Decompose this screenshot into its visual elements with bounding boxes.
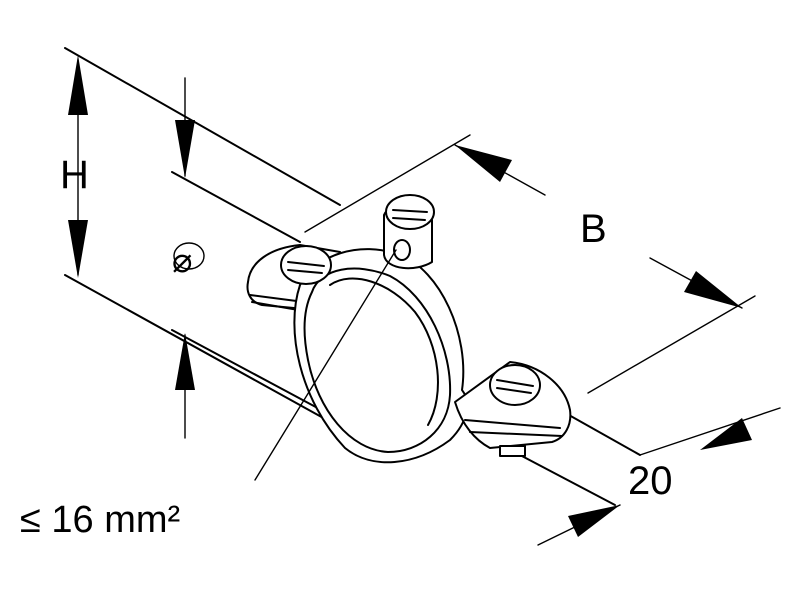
dimension-arrow-icon (175, 333, 195, 390)
depth-label: 20 (628, 459, 673, 503)
dimension-arrow-icon (175, 120, 195, 178)
dimension-arrow-icon (455, 145, 512, 182)
screw-head-icon (280, 245, 332, 285)
dimension-arrow-icon (700, 418, 752, 450)
dimension-arrow-icon (68, 55, 88, 115)
dimension-arrow-icon (684, 271, 742, 308)
cross-section-label: ≤ 16 mm² (20, 499, 180, 541)
strip-thickness-dimension (175, 77, 195, 439)
right-flange-edge (464, 419, 563, 437)
cross-section-note: ≤ 16 mm² (20, 249, 397, 541)
dimension-arrow-icon (68, 220, 88, 278)
screw-left-slot (287, 261, 325, 274)
clamp-saddle-inner (303, 267, 452, 453)
height-label: H (60, 153, 89, 197)
width-label: B (580, 207, 607, 251)
width-dimension: B (304, 134, 756, 394)
strip-right-edge-top (559, 409, 641, 456)
clamping-screw-hole (393, 239, 411, 261)
clamping-screw-slot (392, 209, 428, 221)
screw-head-icon (489, 364, 541, 406)
strip-bottom-edge-2 (171, 329, 341, 421)
depth-ext-line (639, 407, 781, 456)
strip-right-edge-bottom (519, 454, 616, 506)
strip-top-edge (64, 47, 341, 206)
leader-line (254, 249, 397, 481)
height-dimension: H (60, 55, 89, 278)
screw-right-slot (496, 379, 534, 394)
strip-top-edge-front (171, 171, 301, 243)
screw-right-head (489, 364, 541, 406)
screws (280, 194, 541, 406)
clamp-saddle-inner-2 (329, 277, 439, 426)
strip-bottom-edge (64, 274, 346, 431)
dimension-arrow-icon (568, 505, 620, 537)
strip-hole: ⌀ (172, 242, 205, 280)
depth-dimension: 20 (537, 407, 781, 546)
bottom-nut (499, 445, 526, 457)
width-ext-line-1 (304, 134, 471, 233)
width-ext-line-2 (587, 295, 756, 394)
hole-diameter-icon: ⌀ (172, 242, 192, 280)
flat-strip (64, 47, 641, 506)
screw-head-icon (383, 194, 435, 270)
hole-outline (173, 242, 205, 270)
